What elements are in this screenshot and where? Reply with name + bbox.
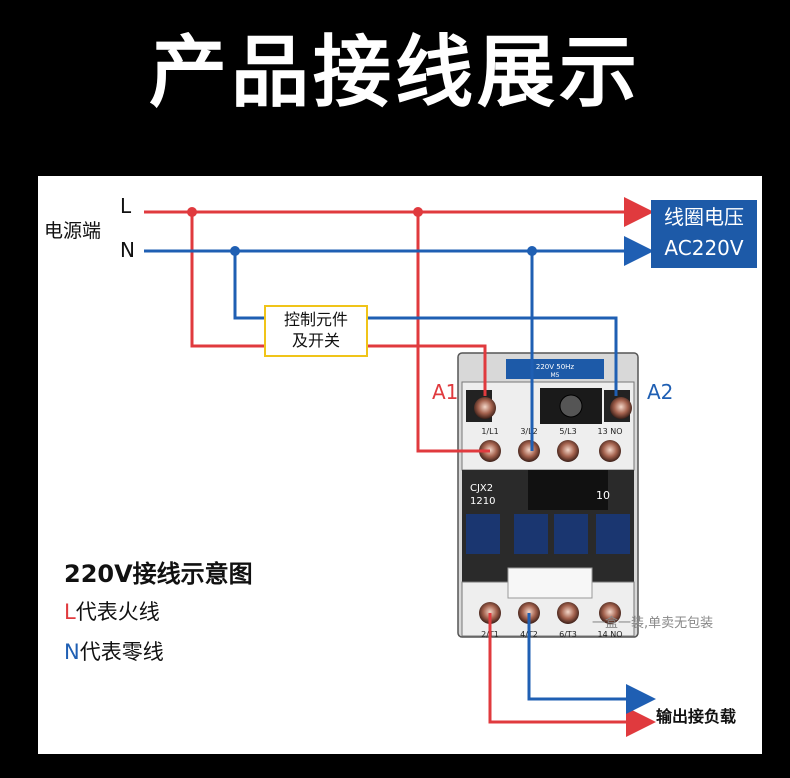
junction-dot xyxy=(413,207,423,217)
live-wires xyxy=(144,197,656,737)
switch-to-a2 xyxy=(362,316,618,396)
terminal-label: 14 NO xyxy=(597,630,622,639)
line-l-label: L xyxy=(120,194,132,218)
junction-dot xyxy=(527,246,537,256)
legend-n-letter: N xyxy=(64,640,80,664)
contactor-model-number: 1210 xyxy=(470,496,495,507)
top-screws xyxy=(474,397,632,462)
legend-l-text: 代表火线 xyxy=(75,600,160,624)
terminal-label: 5/L3 xyxy=(559,427,576,436)
contactor-rating: 10 xyxy=(596,489,610,502)
screw-a2 xyxy=(610,397,632,419)
junction-dot xyxy=(187,207,197,217)
page-title: 产品接线展示 xyxy=(148,28,641,118)
terminal-label: 6/T3 xyxy=(559,630,577,639)
live-to-l1 xyxy=(416,212,490,453)
contactor-model: CJX2 xyxy=(470,483,493,494)
coil-voltage-title: 线圈电压 xyxy=(664,205,744,229)
neutral-wires xyxy=(144,236,656,714)
terminal-label: 13 NO xyxy=(597,427,622,436)
terminal-label: 3/L2 xyxy=(520,427,537,436)
screw-t3 xyxy=(557,602,579,624)
terminal-a1-label: A1 xyxy=(432,380,459,404)
screw-14no xyxy=(599,602,621,624)
switch-to-a1 xyxy=(362,344,487,396)
legend-n-text: 代表零线 xyxy=(79,640,164,664)
t1-to-load xyxy=(488,613,656,737)
control-element-box: 控制元件 及开关 xyxy=(264,305,368,357)
legend-neutral: N代表零线 xyxy=(64,636,164,666)
junction-dot xyxy=(230,246,240,256)
neutral-to-switch xyxy=(233,251,266,320)
terminal-label: 1/L1 xyxy=(481,427,498,436)
screw-l3 xyxy=(557,440,579,462)
t2-to-load xyxy=(527,613,656,714)
control-element-line1: 控制元件 xyxy=(283,310,348,329)
source-label: 电源端 xyxy=(44,220,102,242)
junction-dots xyxy=(187,207,537,256)
legend-l-letter: L xyxy=(64,600,76,624)
wiring-diagram: 220V 50Hz M5 CJX2 1210 10 xyxy=(144,197,656,737)
watermark: 一盒一装,单卖无包装 xyxy=(592,616,714,631)
coil-voltage-box: 线圈电压 AC220V xyxy=(651,200,757,268)
output-label: 输出接负载 xyxy=(656,707,737,726)
coil-voltage-value: AC220V xyxy=(664,236,744,260)
coil-label: 220V 50Hz xyxy=(536,363,575,371)
legend-title: 220V接线示意图 xyxy=(64,560,253,588)
top-terminal-labels: 1/L1 3/L2 5/L3 13 NO xyxy=(481,427,622,436)
live-to-switch xyxy=(190,212,266,348)
screw-13no xyxy=(599,440,621,462)
control-element-line2: 及开关 xyxy=(291,331,340,350)
line-n-label: N xyxy=(120,238,135,262)
screw-a1 xyxy=(474,397,496,419)
terminal-a2-label: A2 xyxy=(647,380,674,404)
legend-live: L代表火线 xyxy=(64,596,160,626)
coil-code: M5 xyxy=(551,372,560,379)
wiring-diagram-panel: 220V 50Hz M5 CJX2 1210 10 xyxy=(38,176,762,754)
screw-l2 xyxy=(518,440,540,462)
